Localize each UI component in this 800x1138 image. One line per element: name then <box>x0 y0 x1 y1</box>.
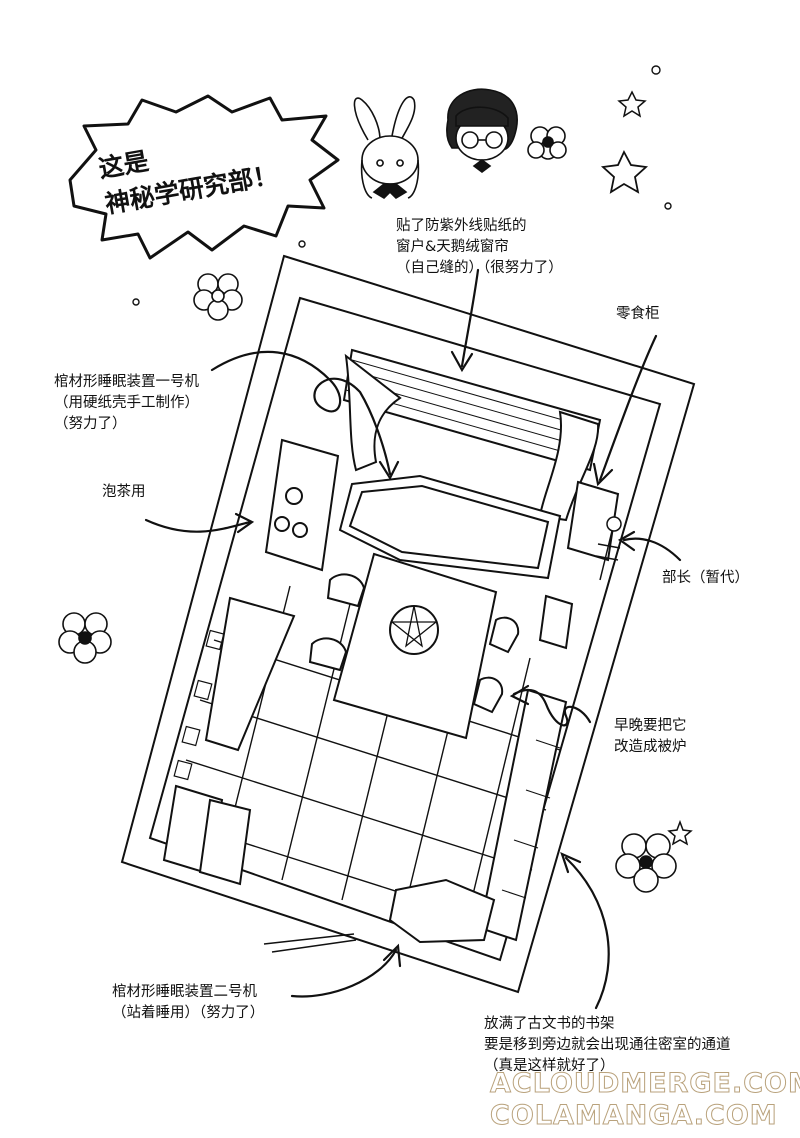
dot-decoration <box>664 202 672 210</box>
arrow-bookshelf <box>564 856 610 1010</box>
chair <box>308 637 348 672</box>
label-bookshelf-line-3: （真是这样就好了） <box>484 1058 615 1074</box>
label-coffin-two-line-2: （站着睡用）（努力了） <box>112 1005 265 1021</box>
label-snack-cabinet-line-1: 零食柜 <box>616 306 660 322</box>
arrow-bookshelf-head <box>560 851 582 874</box>
flower-icon <box>615 833 677 893</box>
arrow-coffin-one-head <box>378 460 400 481</box>
flower-icon <box>193 273 243 321</box>
window <box>342 348 602 472</box>
snack-cabinet <box>566 480 620 562</box>
chair <box>488 616 520 654</box>
arrow-kotatsu-head <box>509 684 530 706</box>
label-window-line-2: 窗户&天鹅绒窗帘 <box>396 239 509 255</box>
label-window-line-1: 贴了防紫外线贴纸的 <box>396 218 527 234</box>
arrow-coffin-two <box>290 948 398 998</box>
wall-frames <box>173 629 225 781</box>
dot-decoration <box>132 298 140 306</box>
room-inner-wall <box>148 296 662 962</box>
bookshelf-shelves <box>501 739 561 899</box>
flower-icon <box>58 612 112 664</box>
label-bookshelf-line-1: 放满了古文书的书架 <box>484 1016 615 1032</box>
chair <box>472 676 504 714</box>
flower-icon <box>527 126 567 160</box>
box <box>538 594 574 650</box>
door-debris <box>263 933 357 953</box>
annotation-arrows <box>144 268 682 1010</box>
coffin-bed-one-lid <box>348 484 550 570</box>
label-kotatsu: 早晚要把它 改造成被炉 <box>614 716 687 758</box>
label-coffin-two-line-1: 棺材形睡眠装置二号机 <box>112 984 257 1000</box>
arrow-tea-head <box>234 512 255 534</box>
label-president-line-1: 部长（暂代） <box>662 570 749 586</box>
glasses-boy-chibi <box>446 88 518 173</box>
arrow-president-head <box>617 530 636 552</box>
label-window: 贴了防紫外线贴纸的 窗户&天鹅绒窗帘 （自己缝的）（很努力了） <box>396 216 563 279</box>
arrow-president <box>622 537 682 562</box>
watermark-line-2: COLAMANGA.COM <box>490 1100 778 1132</box>
president-skeleton <box>595 516 622 581</box>
arrow-tea <box>144 518 252 533</box>
teapot <box>285 487 303 505</box>
speech-bubble <box>68 94 340 260</box>
label-kotatsu-line-2: 改造成被炉 <box>614 739 687 755</box>
label-coffin-one-line-1: 棺材形睡眠装置一号机 <box>54 374 199 390</box>
star-icon <box>617 90 647 118</box>
dot-decoration <box>651 65 661 75</box>
star-icon <box>600 149 649 194</box>
label-kotatsu-line-1: 早晚要把它 <box>614 718 687 734</box>
label-president: 部长（暂代） <box>662 568 749 589</box>
bunny-girl-chibi <box>353 96 420 200</box>
tea-shelf <box>264 438 340 572</box>
label-coffin-one: 棺材形睡眠装置一号机 （用硬纸壳手工制作） （努力了） <box>54 372 199 435</box>
coffin-bed-two <box>388 878 496 944</box>
label-tea-line-1: 泡茶用 <box>102 484 146 500</box>
star-icon <box>667 819 693 846</box>
arrow-coffin-one <box>210 350 392 476</box>
label-snack-cabinet: 零食柜 <box>616 304 660 325</box>
arrow-coffin-two-head <box>382 943 402 968</box>
arrow-window <box>460 268 480 368</box>
label-coffin-two: 棺材形睡眠装置二号机 （站着睡用）（努力了） <box>112 982 264 1024</box>
label-window-line-3: （自己缝的）（很努力了） <box>396 260 563 276</box>
wall-shelf <box>204 596 296 752</box>
label-bookshelf-line-2: 要是移到旁边就会出现通往密室的通道 <box>484 1037 731 1053</box>
chair <box>326 573 366 608</box>
arrow-snack-head <box>592 462 614 487</box>
coffin-bed-one <box>338 474 562 580</box>
room <box>120 254 696 994</box>
tea-cup <box>274 516 290 532</box>
arrow-snack <box>598 334 658 482</box>
magic-circle <box>389 605 439 655</box>
label-coffin-one-line-3: （努力了） <box>54 416 127 432</box>
curtain-right <box>538 410 600 522</box>
meeting-table <box>332 552 498 740</box>
label-coffin-one-line-2: （用硬纸壳手工制作） <box>54 395 199 411</box>
watermark-line-1: ACLOUDMERGE.COM <box>490 1068 800 1100</box>
bookshelf <box>478 688 568 942</box>
label-tea: 泡茶用 <box>102 482 146 503</box>
arrow-kotatsu <box>512 688 592 727</box>
dot-decoration <box>298 240 306 248</box>
arrow-window-head <box>450 350 474 373</box>
label-bookshelf: 放满了古文书的书架 要是移到旁边就会出现通往密室的通道 （真是这样就好了） <box>484 1014 731 1077</box>
tea-cup <box>292 522 308 538</box>
curtain-left <box>344 353 402 472</box>
coffin-stand <box>198 798 252 886</box>
